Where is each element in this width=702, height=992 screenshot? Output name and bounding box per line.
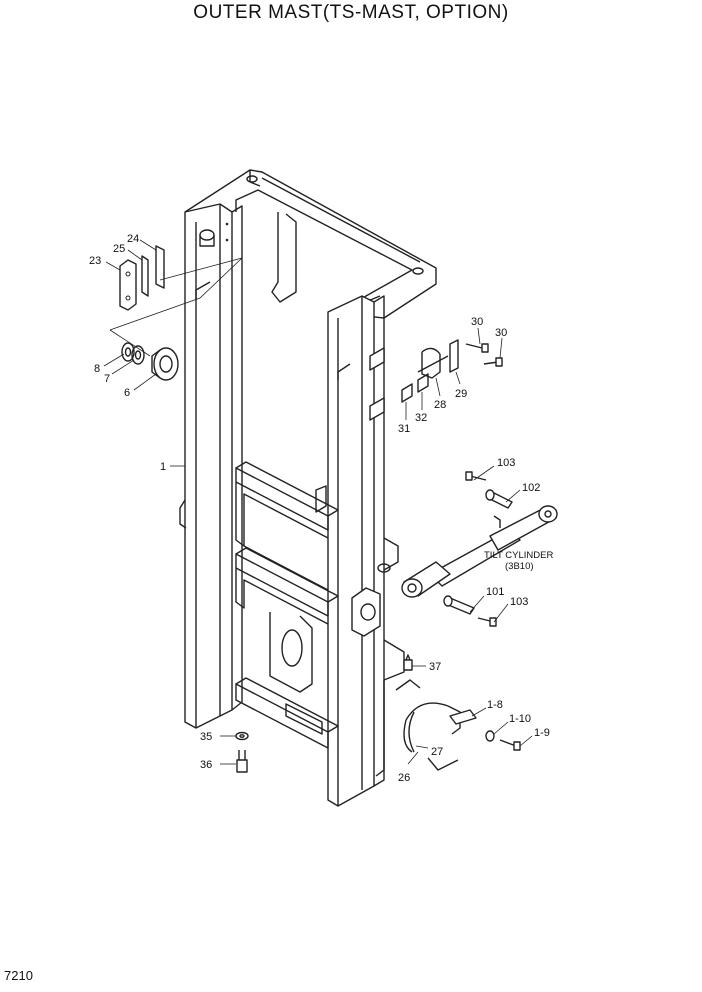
label-26: 26 — [398, 772, 410, 784]
label-31: 31 — [398, 423, 410, 435]
page-number: 7210 — [4, 968, 33, 983]
label-37: 37 — [429, 661, 441, 673]
inner-hook — [271, 212, 297, 303]
top-roller-pin — [199, 229, 215, 247]
label-1: 1 — [160, 461, 166, 473]
label-102: 102 — [522, 482, 540, 494]
part-103-bolt-lower — [477, 617, 497, 627]
part-102-pin — [485, 489, 513, 509]
part-101-pin — [443, 595, 475, 615]
label-8: 8 — [94, 363, 100, 375]
part-29-clamp-plate — [449, 339, 459, 373]
label-103a: 103 — [497, 457, 515, 469]
part-1-8-cap — [449, 709, 477, 725]
part-1-9-bolt — [499, 739, 521, 751]
label-1-9: 1-9 — [534, 727, 550, 739]
leader-lines — [103, 239, 533, 765]
part-31-bracket — [401, 383, 413, 403]
tilt-cylinder-ref: (3B10) — [505, 561, 534, 572]
part-32-bracket — [417, 373, 429, 393]
label-103b: 103 — [510, 596, 528, 608]
label-36: 36 — [200, 759, 212, 771]
part-103-bolt-upper — [465, 471, 487, 481]
left-rail — [179, 203, 243, 729]
rail-tab-lower — [369, 397, 385, 421]
upper-cross-member — [235, 461, 339, 591]
part-6-roller — [151, 347, 179, 381]
label-35: 35 — [200, 731, 212, 743]
part-8-washer — [121, 342, 135, 362]
part-36-bolt — [236, 750, 248, 773]
tilt-cylinder-name: TILT CYLINDER — [484, 550, 553, 561]
label-30a: 30 — [471, 316, 483, 328]
part-28-clamp — [417, 347, 449, 379]
label-7: 7 — [104, 373, 110, 385]
part-30-bolt-upper — [465, 343, 489, 353]
label-28: 28 — [434, 399, 446, 411]
label-27: 27 — [431, 746, 443, 758]
label-1-8: 1-8 — [487, 699, 503, 711]
tilt-bracket — [351, 587, 381, 637]
part-35-washer — [235, 731, 249, 741]
part-7-washer — [131, 345, 145, 365]
label-101: 101 — [486, 586, 504, 598]
label-1-10: 1-10 — [509, 713, 531, 725]
label-25: 25 — [113, 243, 125, 255]
label-32: 32 — [415, 412, 427, 424]
right-rail — [327, 295, 385, 807]
label-24: 24 — [127, 233, 139, 245]
part-26-bearing-cap — [403, 702, 461, 771]
label-30b: 30 — [495, 327, 507, 339]
part-30-bolt-lower — [483, 357, 503, 367]
part-24-shim — [155, 245, 165, 289]
page-title: OUTER MAST(TS-MAST, OPTION) — [193, 2, 509, 23]
part-27-bushing — [408, 711, 415, 753]
label-23: 23 — [89, 255, 101, 267]
label-29: 29 — [455, 388, 467, 400]
part-1-10-washer — [485, 730, 495, 742]
part-25-shim — [141, 255, 149, 297]
middle-cross-member — [235, 537, 399, 625]
label-6: 6 — [124, 387, 130, 399]
part-37-grease-nipple — [403, 654, 413, 671]
tilt-cylinder — [401, 505, 558, 598]
part-23-plate — [119, 259, 137, 311]
rail-tab-upper — [369, 347, 385, 371]
lower-cross-member — [235, 612, 421, 777]
